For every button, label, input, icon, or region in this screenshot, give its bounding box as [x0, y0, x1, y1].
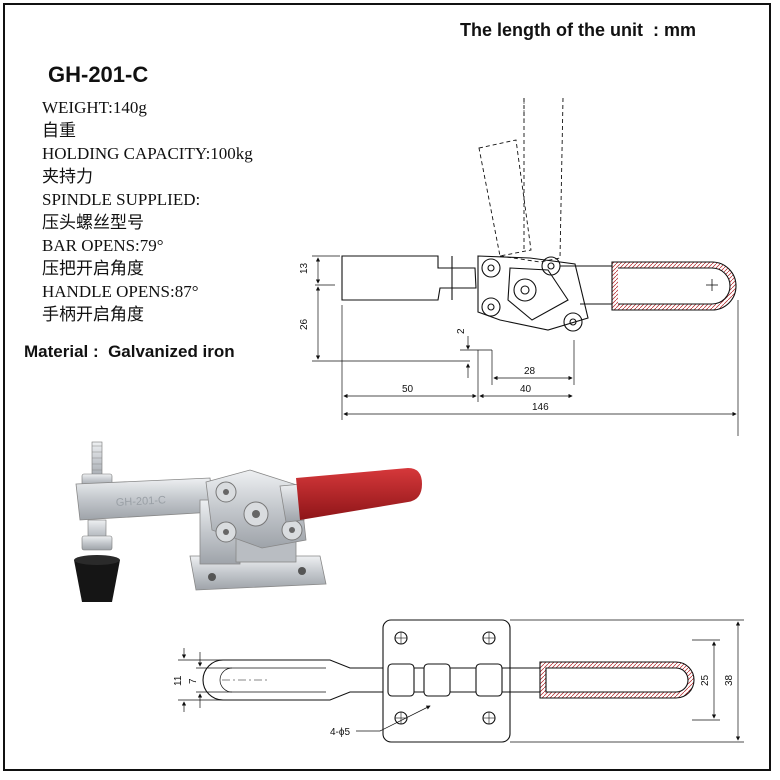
product-photo: GH-201-C [74, 441, 422, 602]
top-bar [223, 659, 383, 701]
dim-11: 11 [173, 675, 184, 686]
spec-holding-capacity: HOLDING CAPACITY:100kg [42, 144, 253, 163]
spec-handle-opens: HANDLE OPENS:87° [42, 282, 199, 301]
dim-2: 2 [456, 328, 467, 334]
rubber-tip [74, 560, 120, 602]
dim-28: 28 [524, 366, 536, 377]
dim-26: 26 [299, 318, 310, 330]
dim-40: 40 [520, 384, 532, 395]
base-plate [382, 619, 511, 743]
spec-handle-opens-cn: 手柄开启角度 [42, 305, 144, 324]
handle-arm [560, 265, 612, 305]
outer-border [3, 3, 771, 771]
linkage-body [477, 255, 589, 331]
model-title: GH-201-C [48, 62, 149, 87]
dim-13: 13 [299, 262, 310, 274]
spec-bar-opens-cn: 压把开启角度 [42, 259, 144, 278]
side-view-drawing [315, 97, 737, 332]
red-handle-grip [296, 468, 422, 520]
spec-bar-opens: BAR OPENS:79° [42, 236, 164, 255]
top-view-dimensions [178, 619, 744, 743]
engraved-model-text: GH-201-C [116, 494, 167, 509]
dim-38: 38 [724, 674, 735, 686]
spec-weight-cn: 自重 [42, 121, 76, 140]
dim-7: 7 [188, 678, 199, 684]
dim-50: 50 [402, 384, 414, 395]
dim-holes: 4-ϕ5 [330, 727, 350, 738]
open-position-outline [478, 97, 564, 263]
clamp-bar [341, 255, 477, 301]
top-view-drawing [202, 619, 695, 743]
spec-spindle-cn: 压头螺丝型号 [42, 213, 144, 232]
unit-note: The length of the unit : mm [460, 20, 696, 40]
mounting-holes [394, 631, 496, 725]
dim-25: 25 [700, 674, 711, 686]
spec-holding-capacity-cn: 夹持力 [42, 167, 93, 186]
side-view-dimensions [312, 255, 739, 436]
material-note: Material : Galvanized iron [24, 342, 235, 361]
spec-spindle: SPINDLE SUPPLIED: [42, 190, 201, 209]
spec-weight: WEIGHT:140g [42, 98, 147, 117]
dim-146: 146 [532, 402, 549, 413]
